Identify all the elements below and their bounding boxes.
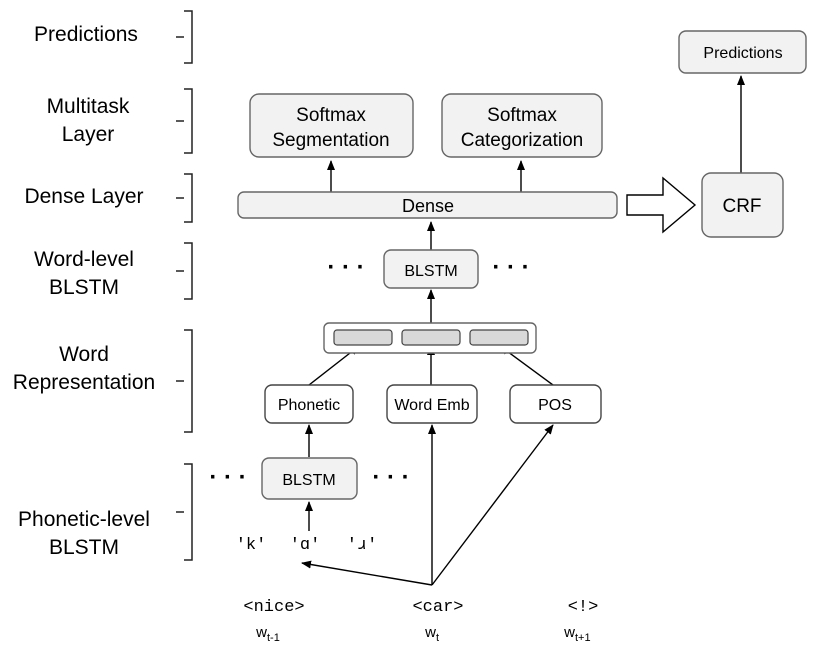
svg-text:· · ·: · · · bbox=[492, 254, 529, 281]
phonetic-node: Phonetic bbox=[264, 384, 354, 424]
svg-text:Segmentation: Segmentation bbox=[272, 130, 389, 151]
svg-text:BLSTM: BLSTM bbox=[404, 263, 457, 280]
token-current: <car> w t bbox=[412, 598, 463, 644]
layer-label-word-representation: Word Representation bbox=[13, 343, 155, 394]
dense-node: Dense bbox=[237, 191, 618, 219]
bracket-multitask bbox=[176, 88, 193, 154]
segment-pos bbox=[469, 329, 529, 346]
concatenated-representation bbox=[323, 322, 537, 354]
svg-text:Predictions: Predictions bbox=[703, 45, 782, 62]
layer-label-phonetic-blstm: Phonetic-level BLSTM bbox=[18, 508, 150, 559]
phoneme-item: 'ɹ' bbox=[347, 536, 378, 555]
svg-text:<car>: <car> bbox=[412, 598, 463, 617]
softmax-categorization-node: Softmax Categorization bbox=[441, 93, 603, 158]
svg-text:Representation: Representation bbox=[13, 371, 155, 394]
svg-text:Dense Layer: Dense Layer bbox=[24, 185, 143, 208]
svg-text:w: w bbox=[255, 624, 267, 641]
svg-text:CRF: CRF bbox=[722, 196, 761, 217]
input-tokens: <nice> w t-1 <car> w t <!> w t+1 bbox=[243, 598, 598, 644]
svg-text:BLSTM: BLSTM bbox=[282, 472, 335, 489]
token-prev: <nice> w t-1 bbox=[243, 598, 304, 644]
block-arrow-dense-to-crf bbox=[626, 176, 697, 234]
svg-text:Word: Word bbox=[59, 343, 109, 366]
svg-text:t: t bbox=[436, 632, 439, 644]
svg-text:t+1: t+1 bbox=[575, 632, 591, 644]
token-next: <!> w t+1 bbox=[563, 598, 598, 644]
segment-word-emb bbox=[401, 329, 461, 346]
bracket-word-representation bbox=[176, 329, 193, 433]
softmax-segmentation-node: Softmax Segmentation bbox=[249, 93, 414, 158]
bracket-dense bbox=[176, 173, 193, 223]
svg-text:· · ·: · · · bbox=[327, 254, 364, 281]
word-blstm-ellipsis-right: · · · bbox=[492, 254, 529, 281]
svg-text:Phonetic-level: Phonetic-level bbox=[18, 508, 150, 531]
svg-text:t-1: t-1 bbox=[267, 632, 280, 644]
svg-text:Layer: Layer bbox=[62, 123, 115, 146]
svg-text:BLSTM: BLSTM bbox=[49, 536, 119, 559]
svg-text:<!>: <!> bbox=[568, 598, 599, 617]
svg-text:Softmax: Softmax bbox=[296, 105, 366, 126]
bracket-word-blstm bbox=[176, 242, 193, 300]
phoneme-item: 'k' bbox=[236, 536, 267, 555]
crf-node: CRF bbox=[701, 172, 784, 238]
svg-text:Categorization: Categorization bbox=[461, 130, 584, 151]
svg-text:Multitask: Multitask bbox=[47, 95, 130, 118]
bracket-phonetic-blstm bbox=[176, 463, 193, 561]
layer-brackets bbox=[176, 10, 193, 561]
phonetic-blstm-ellipsis-right: · · · bbox=[372, 464, 409, 491]
svg-text:Phonetic: Phonetic bbox=[278, 397, 340, 414]
svg-text:· · ·: · · · bbox=[372, 464, 409, 491]
svg-text:Word-level: Word-level bbox=[34, 248, 134, 271]
layer-label-predictions: Predictions bbox=[34, 23, 138, 46]
arrow-car-to-phonemes bbox=[301, 560, 433, 586]
phoneme-item: 'ɑ' bbox=[290, 536, 321, 555]
svg-text:BLSTM: BLSTM bbox=[49, 276, 119, 299]
pos-node: POS bbox=[509, 384, 602, 424]
arrow-car-to-pos bbox=[431, 424, 554, 586]
word-blstm-node: BLSTM bbox=[383, 249, 479, 289]
predictions-node: Predictions bbox=[678, 30, 807, 74]
layer-label-dense: Dense Layer bbox=[24, 185, 143, 208]
segment-phonetic bbox=[333, 329, 393, 346]
svg-text:w: w bbox=[424, 624, 436, 641]
svg-text:w: w bbox=[563, 624, 575, 641]
svg-text:Dense: Dense bbox=[402, 196, 454, 216]
word-emb-node: Word Emb bbox=[386, 384, 478, 424]
connectors bbox=[301, 75, 745, 586]
svg-text:Predictions: Predictions bbox=[34, 23, 138, 46]
phoneme-list: 'k' 'ɑ' 'ɹ' bbox=[236, 536, 378, 555]
svg-text:· · ·: · · · bbox=[209, 464, 246, 491]
bracket-predictions bbox=[176, 10, 193, 64]
word-blstm-ellipsis-left: · · · bbox=[327, 254, 364, 281]
layer-label-multitask: Multitask Layer bbox=[47, 95, 130, 146]
svg-text:Softmax: Softmax bbox=[487, 105, 557, 126]
svg-text:<nice>: <nice> bbox=[243, 598, 304, 617]
svg-text:POS: POS bbox=[538, 397, 572, 414]
layer-label-word-blstm: Word-level BLSTM bbox=[34, 248, 134, 299]
svg-text:Word Emb: Word Emb bbox=[394, 397, 469, 414]
phonetic-blstm-node: BLSTM bbox=[261, 457, 358, 500]
phonetic-blstm-ellipsis-left: · · · bbox=[209, 464, 246, 491]
